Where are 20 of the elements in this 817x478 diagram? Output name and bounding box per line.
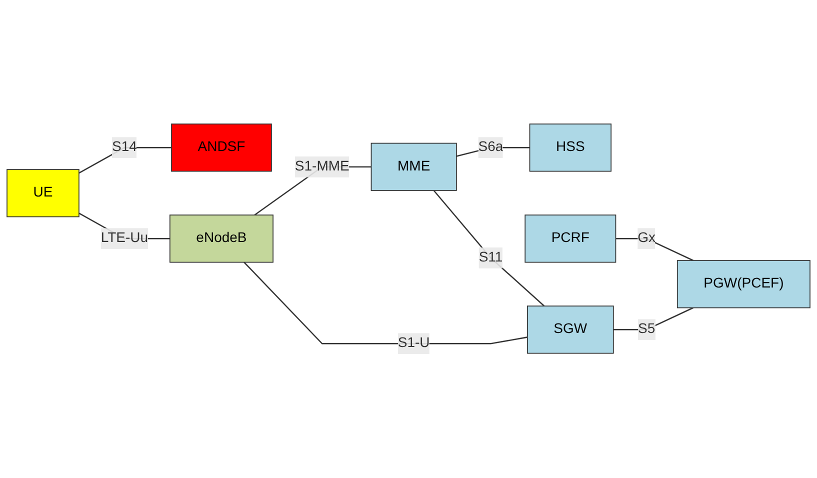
connector — [613, 307, 694, 330]
connector — [433, 190, 545, 306]
node-box: SGW — [527, 306, 614, 354]
edge-label: S5 — [638, 322, 656, 337]
node-box: UE — [6, 169, 80, 218]
node-box: MME — [370, 142, 457, 191]
node-box: PCRF — [524, 214, 616, 263]
node-box: PGW(PCEF) — [676, 260, 810, 308]
node-box: ANDSF — [171, 123, 272, 172]
edge-label: LTE-Uu — [100, 230, 148, 246]
node-box: HSS — [529, 123, 612, 172]
edge-label: S1-U — [398, 336, 430, 351]
edge-label: S11 — [478, 250, 503, 265]
node-box: eNodeB — [169, 214, 274, 263]
edge-label: S6a — [478, 140, 504, 155]
connector — [616, 238, 694, 262]
edge-label: S1-MME — [294, 158, 350, 174]
edge-label: S14 — [112, 140, 137, 155]
edge-label: Gx — [638, 230, 656, 246]
connector — [244, 262, 528, 344]
